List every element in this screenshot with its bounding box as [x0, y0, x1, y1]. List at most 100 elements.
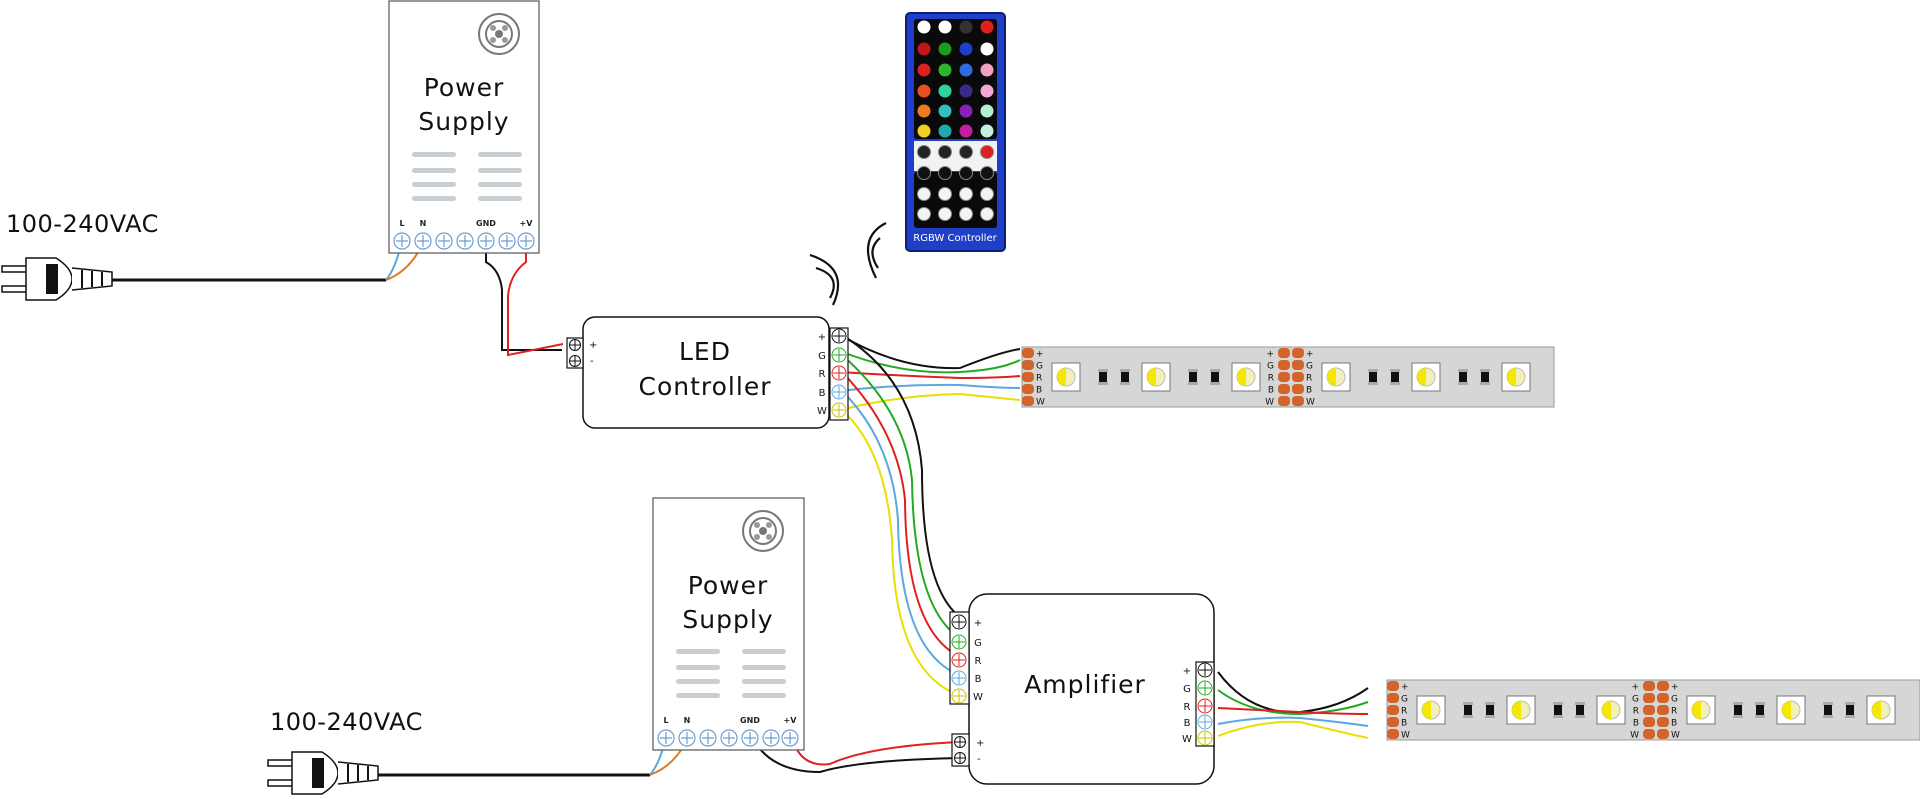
- remote-button[interactable]: [917, 124, 931, 138]
- resistor: [1734, 702, 1742, 718]
- solder-pad: [1387, 705, 1399, 715]
- resistor-cap: [1458, 369, 1468, 372]
- psu-top-title-line2: Supply: [418, 107, 509, 136]
- terminal-label: G: [974, 638, 982, 649]
- led-phosphor: [1057, 368, 1066, 386]
- mains-voltage-label-bottom: 100-240VAC: [270, 708, 423, 736]
- remote-button[interactable]: [980, 166, 994, 180]
- remote-button[interactable]: [917, 42, 931, 56]
- remote-button[interactable]: [980, 124, 994, 138]
- remote-button[interactable]: [980, 104, 994, 118]
- terminal-label: R: [819, 369, 826, 380]
- remote-label: RGBW Controller: [913, 233, 997, 244]
- remote-button[interactable]: [938, 20, 952, 34]
- ctrl-to-strip1-black: [839, 334, 1021, 370]
- remote-button[interactable]: [938, 187, 952, 201]
- solder-pad: [1387, 717, 1399, 727]
- remote-button[interactable]: [980, 42, 994, 56]
- ctrl-to-strip1-red: [839, 371, 1021, 380]
- strip-pin-label: +: [1306, 350, 1314, 360]
- remote-button[interactable]: [959, 84, 973, 98]
- remote-button[interactable]: [980, 145, 994, 159]
- led-controller-title-line2: Controller: [639, 372, 772, 401]
- remote-button[interactable]: [959, 124, 973, 138]
- solder-pad: [1643, 705, 1655, 715]
- remote-button[interactable]: [938, 145, 952, 159]
- power-supply-top: Power Supply L N GND +V: [388, 0, 540, 254]
- remote-button[interactable]: [917, 84, 931, 98]
- terminal-label: W: [973, 692, 983, 703]
- terminal-label: +: [1183, 666, 1191, 677]
- remote-button[interactable]: [938, 124, 952, 138]
- fan-icon: [742, 510, 784, 552]
- resistor: [1486, 702, 1494, 718]
- remote-button[interactable]: [959, 207, 973, 221]
- remote-button[interactable]: [917, 145, 931, 159]
- remote-button[interactable]: [917, 187, 931, 201]
- rgbw-remote: RGBW Controller: [905, 12, 1006, 252]
- terminal-label: N: [420, 219, 427, 228]
- terminal-label: +V: [784, 716, 798, 725]
- strip-pin-label: +: [1631, 683, 1639, 693]
- remote-button[interactable]: [938, 104, 952, 118]
- strip-pin-label: W: [1306, 398, 1315, 408]
- terminal-block: [657, 729, 799, 747]
- remote-button[interactable]: [959, 145, 973, 159]
- remote-button[interactable]: [980, 63, 994, 77]
- remote-button[interactable]: [959, 63, 973, 77]
- strip-pin-label: +: [1036, 350, 1044, 360]
- resistor: [1189, 369, 1197, 385]
- led-phosphor: [1782, 701, 1791, 719]
- remote-button[interactable]: [980, 20, 994, 34]
- strip-pin-label: B: [1671, 719, 1677, 729]
- remote-button[interactable]: [938, 63, 952, 77]
- remote-button[interactable]: [959, 42, 973, 56]
- strip-pin-label: G: [1671, 695, 1678, 705]
- amplifier-output-terminal: [1195, 661, 1215, 747]
- resistor: [1846, 702, 1854, 718]
- remote-button[interactable]: [980, 187, 994, 201]
- psu-top-gnd-wire: [485, 240, 562, 351]
- solder-pad: [1657, 705, 1669, 715]
- controller-power-terminal: [566, 337, 584, 369]
- remote-button[interactable]: [938, 207, 952, 221]
- solder-pad: [1643, 717, 1655, 727]
- remote-button[interactable]: [980, 84, 994, 98]
- solder-pad: [1657, 693, 1669, 703]
- remote-button[interactable]: [938, 42, 952, 56]
- remote-button[interactable]: [980, 207, 994, 221]
- strip-pin-label: G: [1401, 695, 1408, 705]
- remote-button[interactable]: [959, 187, 973, 201]
- strip-pin-label: W: [1671, 731, 1680, 741]
- resistor-cap: [1733, 702, 1743, 705]
- solder-pad: [1022, 384, 1034, 394]
- terminal-label: +V: [520, 219, 534, 228]
- solder-pad: [1292, 372, 1304, 382]
- solder-pad: [1292, 384, 1304, 394]
- resistor-cap: [1480, 369, 1490, 372]
- remote-button[interactable]: [959, 104, 973, 118]
- remote-button-grid: [917, 20, 994, 221]
- strip-pin-label: B: [1401, 719, 1407, 729]
- remote-button[interactable]: [917, 63, 931, 77]
- remote-button[interactable]: [959, 166, 973, 180]
- strip-pin-label: R: [1401, 707, 1407, 717]
- vent-slots: [412, 152, 522, 201]
- remote-button[interactable]: [917, 166, 931, 180]
- strip-pin-label: R: [1268, 374, 1274, 384]
- resistor-cap: [1845, 702, 1855, 705]
- strip-pin-label: W: [1265, 398, 1274, 408]
- strip-pin-label: G: [1036, 362, 1043, 372]
- remote-button[interactable]: [917, 207, 931, 221]
- remote-button[interactable]: [959, 20, 973, 34]
- solder-pad: [1278, 372, 1290, 382]
- remote-button[interactable]: [917, 20, 931, 34]
- solder-pad: [1292, 348, 1304, 358]
- psu-bottom-title-line2: Supply: [682, 605, 773, 634]
- strip-pin-label: +: [1671, 683, 1679, 693]
- strip-pin-label: R: [1633, 707, 1639, 717]
- amplifier-plus-label: +: [976, 738, 984, 749]
- remote-button[interactable]: [917, 104, 931, 118]
- remote-button[interactable]: [938, 166, 952, 180]
- remote-button[interactable]: [938, 84, 952, 98]
